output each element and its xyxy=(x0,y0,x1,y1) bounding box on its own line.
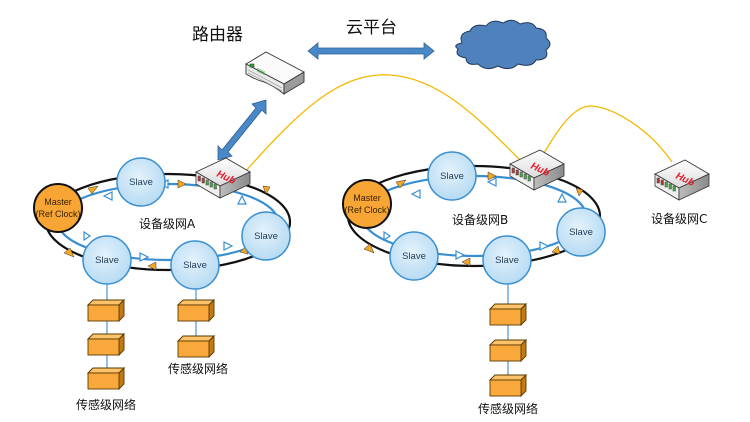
svg-text:Slave: Slave xyxy=(254,231,278,242)
network-a-label: 设备级网A xyxy=(139,217,196,231)
sensor-chain-b xyxy=(489,284,527,397)
slave-node-a4[interactable]: Slave xyxy=(241,211,291,261)
ring-arrow xyxy=(575,187,584,197)
slave-node-a2[interactable]: Slave xyxy=(82,235,132,285)
ring-arrow xyxy=(551,245,561,255)
sensor-network-b-label: 传感级网络 xyxy=(478,401,538,416)
ring-arrow xyxy=(147,261,157,271)
sensor-box-icon xyxy=(87,333,125,356)
slave-node-a1[interactable]: Slave xyxy=(116,157,166,207)
ring-arrow-blue xyxy=(557,192,567,203)
svg-text:Master: Master xyxy=(353,193,381,203)
hub-a[interactable]: Hub xyxy=(195,157,251,199)
ring-arrow xyxy=(487,171,497,181)
ring-arrow-blue xyxy=(455,250,466,260)
sensor-chain-a2 xyxy=(177,289,215,358)
svg-text:(Ref Clock): (Ref Clock) xyxy=(35,209,80,219)
router-hub-double-arrow xyxy=(217,99,267,161)
ring-arrow-blue xyxy=(139,252,150,262)
ring-arrow xyxy=(87,185,99,195)
svg-text:(Ref Clock): (Ref Clock) xyxy=(344,205,389,215)
svg-text:Slave: Slave xyxy=(95,255,119,266)
ring-arrow-blue xyxy=(237,194,247,205)
network-c-label: 设备级网C xyxy=(651,212,707,226)
sensor-box-icon xyxy=(177,299,215,322)
slave-node-b1[interactable]: Slave xyxy=(427,151,477,201)
ring-arrow-blue xyxy=(539,241,550,251)
svg-text:Master: Master xyxy=(44,197,72,207)
slave-node-b3[interactable]: Slave xyxy=(482,235,532,285)
ring-arrow-blue xyxy=(486,177,497,187)
router-cloud-double-arrow xyxy=(307,42,435,60)
master-node-a[interactable]: Master (Ref Clock) xyxy=(33,183,83,233)
hub-c[interactable]: Hub xyxy=(654,159,710,201)
ring-arrow xyxy=(461,257,471,267)
ring-arrow-blue xyxy=(223,241,234,251)
network-a-ring xyxy=(44,172,292,272)
svg-text:Slave: Slave xyxy=(440,171,464,182)
hub-a-to-hub-b-link xyxy=(244,74,521,173)
router-label: 路由器 xyxy=(192,25,243,45)
ring-arrow-blue xyxy=(83,230,92,242)
network-b-label: 设备级网B xyxy=(452,213,508,227)
master-node-b[interactable]: Master (Ref Clock) xyxy=(342,179,392,229)
slave-node-a3[interactable]: Slave xyxy=(170,240,220,290)
sensor-chain-a1 xyxy=(87,284,125,390)
sensor-box-icon xyxy=(87,367,125,390)
sensor-box-icon xyxy=(489,374,527,397)
ring-arrow-blue xyxy=(410,189,421,199)
ring-arrow-blue xyxy=(383,230,392,242)
ring-arrow xyxy=(177,179,187,189)
ring-arrow xyxy=(363,243,375,254)
ring-arrow xyxy=(395,179,407,189)
hub-b[interactable]: Hub xyxy=(509,149,565,191)
cloud-platform-label: 云平台 xyxy=(346,18,397,38)
slave-node-b2[interactable]: Slave xyxy=(389,231,439,281)
ring-arrow-blue xyxy=(102,191,113,201)
ring-arrow xyxy=(262,185,271,195)
ring-arrow xyxy=(63,247,75,258)
sensor-network-a2-label: 传感级网络 xyxy=(168,361,228,376)
svg-text:Slave: Slave xyxy=(402,251,426,262)
sensor-box-icon xyxy=(177,335,215,358)
cloud-icon xyxy=(455,19,551,70)
sensor-box-icon xyxy=(489,339,527,362)
slave-node-b4[interactable]: Slave xyxy=(556,207,606,257)
svg-text:Slave: Slave xyxy=(129,177,153,188)
svg-text:Slave: Slave xyxy=(495,255,519,266)
sensor-network-a1-label: 传感级网络 xyxy=(76,397,136,412)
svg-text:Slave: Slave xyxy=(183,260,207,271)
sensor-box-icon xyxy=(87,299,125,322)
svg-text:Slave: Slave xyxy=(569,227,593,238)
hub-b-to-hub-c-link xyxy=(539,105,673,163)
sensor-box-icon xyxy=(489,303,527,326)
router-icon xyxy=(245,51,305,95)
